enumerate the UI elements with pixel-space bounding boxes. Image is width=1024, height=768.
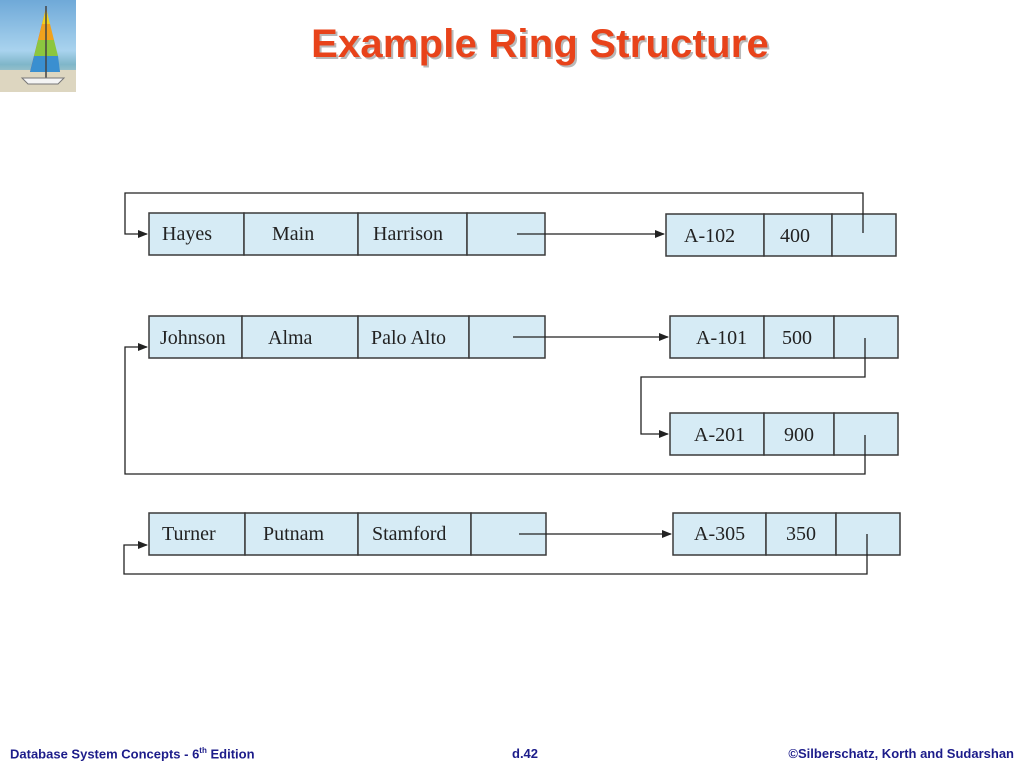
account-record-a-201: A-201 900 <box>669 412 899 456</box>
sailboat-logo-icon <box>0 0 76 92</box>
customer-street: Main <box>272 223 314 245</box>
ring-return-pointer <box>124 343 866 475</box>
pointer-cell <box>833 412 899 456</box>
customer-city: Stamford <box>372 523 446 545</box>
customer-name: Turner <box>162 523 216 545</box>
account-number: A-201 <box>694 424 745 446</box>
footer-book-title: Database System Concepts - 6th Edition <box>10 746 255 762</box>
account-balance: 900 <box>784 424 814 446</box>
pointer-cell <box>833 315 899 359</box>
pointer-cell <box>835 512 901 556</box>
customer-record-hayes: Hayes Main Harrison <box>148 212 546 256</box>
next-account-pointer <box>640 338 866 438</box>
ring-return-pointer <box>123 534 868 575</box>
customer-street: Alma <box>268 327 313 349</box>
account-record-a-101: A-101 500 <box>669 315 899 359</box>
account-number: A-102 <box>684 225 735 247</box>
footer-copyright: ©Silberschatz, Korth and Sudarshan <box>788 746 1014 761</box>
customer-record-turner: Turner Putnam Stamford <box>148 512 547 556</box>
footer-slide-number: d.42 <box>512 746 539 761</box>
account-record-a-102: A-102 400 <box>665 213 897 257</box>
account-balance: 400 <box>780 225 810 247</box>
account-balance: 350 <box>786 523 816 545</box>
customer-city: Harrison <box>373 223 443 245</box>
pointer-cell <box>831 213 897 257</box>
customer-city: Palo Alto <box>371 327 446 349</box>
account-balance: 500 <box>782 327 812 349</box>
page-title: Example Ring Structure <box>311 22 769 66</box>
customer-street: Putnam <box>263 523 325 545</box>
account-number: A-101 <box>696 327 747 349</box>
ring-pointers <box>123 192 868 575</box>
account-record-a-305: A-305 350 <box>672 512 901 556</box>
customer-name: Johnson <box>160 327 226 349</box>
customer-name: Hayes <box>162 223 212 245</box>
customer-record-johnson: Johnson Alma Palo Alto <box>148 315 546 359</box>
account-number: A-305 <box>694 523 745 545</box>
ring-return-pointer <box>124 192 864 238</box>
